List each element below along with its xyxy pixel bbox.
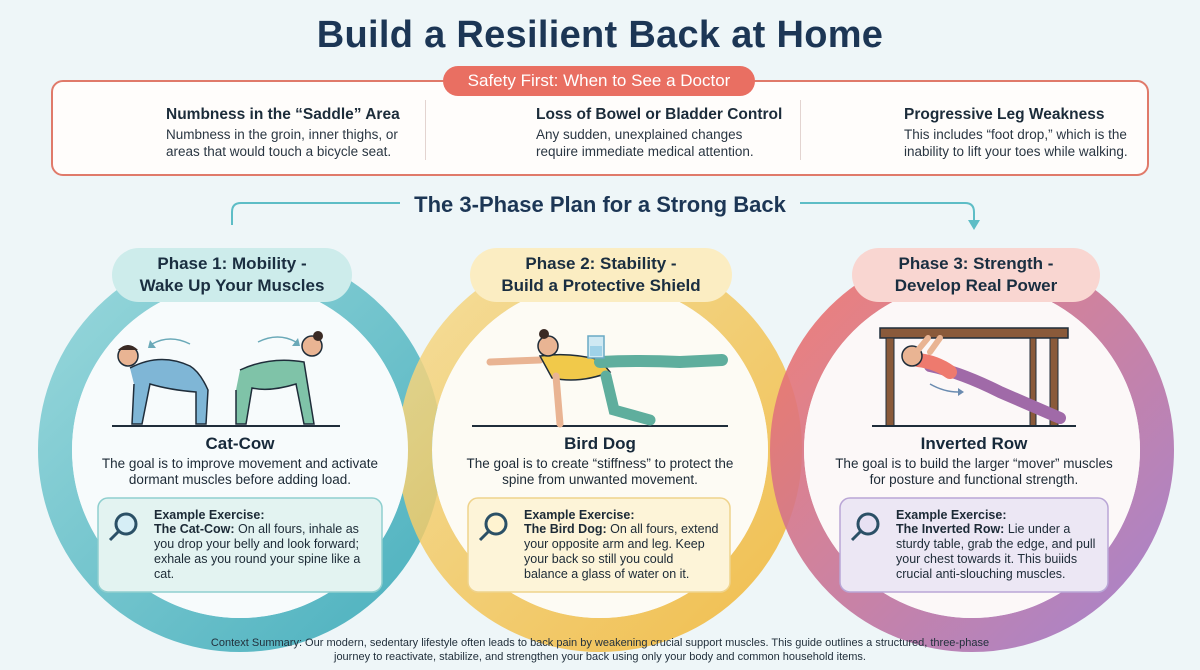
example-label: Example Exercise: <box>154 508 265 522</box>
plan-title-text: The 3-Phase Plan for a Strong Back <box>400 192 800 217</box>
safety-item-title: Loss of Bowel or Bladder Control <box>536 106 783 123</box>
phase3-title: Phase 3: Strength - Develop Real Power <box>852 253 1100 297</box>
safety-item-bladder: Loss of Bowel or Bladder Control Any sud… <box>446 102 806 166</box>
phase2-title: Phase 2: Stability - Build a Protective … <box>470 253 732 297</box>
phase2-title-line1: Phase 2: Stability - <box>525 254 677 273</box>
divider <box>425 100 426 160</box>
phase3-title-pill <box>852 248 1100 302</box>
phase2-goal: The goal is to create “stiffness” to pro… <box>466 456 734 487</box>
phase2-example-card <box>467 497 731 593</box>
phase2-exercise-name: Bird Dog <box>564 434 636 453</box>
context-summary: Context Summary: Our modern, sedentary l… <box>210 637 990 663</box>
plan-connector-arrow <box>231 202 975 225</box>
safety-item-desc: This includes “foot drop,” which is the … <box>904 127 1128 159</box>
example-text: On all fours, inhale as you drop your be… <box>154 522 361 581</box>
example-description: The Cat-Cow: On all fours, inhale as you… <box>154 522 364 582</box>
phase3-title-line2: Develop Real Power <box>894 276 1058 295</box>
phase1-title: Phase 1: Mobility - Wake Up Your Muscles <box>112 253 352 297</box>
page-title: Build a Resilient Back at Home <box>316 14 884 56</box>
example-text: On all fours, extend your opposite arm a… <box>524 522 719 581</box>
safety-box <box>51 80 1149 176</box>
magnifier-icon <box>850 512 880 542</box>
bird-dog-illustration-icon <box>472 329 728 428</box>
phase1-title-pill <box>112 248 352 302</box>
safety-item-desc: Numbness in the groin, inner thighs, or … <box>166 127 398 159</box>
example-text: Lie under a sturdy table, grab the edge,… <box>896 522 1096 581</box>
phase1-example: Example Exercise: The Cat-Cow: On all fo… <box>98 498 382 592</box>
phase3-title-line1: Phase 3: Strength - <box>898 254 1054 273</box>
phase2-title-pill <box>470 248 732 302</box>
phase2-example: Example Exercise: The Bird Dog: On all f… <box>468 498 730 592</box>
safety-label: Safety First: When to See a Doctor <box>443 66 755 96</box>
example-name: The Cat-Cow: <box>154 522 235 536</box>
cat-cow-illustration-icon <box>112 331 340 427</box>
example-label: Example Exercise: <box>524 508 635 522</box>
phase1-exercise-name: Cat-Cow <box>205 434 275 453</box>
phase1-title-line2: Wake Up Your Muscles <box>139 276 325 295</box>
safety-item-saddle: Numbness in the “Saddle” Area Numbness i… <box>74 102 414 166</box>
safety-item-title: Numbness in the “Saddle” Area <box>166 106 400 123</box>
phase3-goal: The goal is to build the larger “mover” … <box>835 456 1113 487</box>
magnifier-icon <box>108 512 138 542</box>
divider <box>800 100 801 160</box>
phase3-example-card <box>839 497 1109 593</box>
phase3-exercise-name: Inverted Row <box>920 434 1028 453</box>
phase3-example: Example Exercise: The Inverted Row: Lie … <box>840 498 1108 592</box>
arrow-head-icon <box>968 220 980 230</box>
example-description: The Bird Dog: On all fours, extend your … <box>524 522 720 582</box>
phase1-goal: The goal is to improve movement and acti… <box>101 456 379 487</box>
safety-item-leg-weakness: Progressive Leg Weakness This includes “… <box>812 102 1142 166</box>
phase1-title-line1: Phase 1: Mobility - <box>157 254 307 273</box>
phase1-example-card <box>97 497 383 593</box>
plan-title: The 3-Phase Plan for a Strong Back <box>0 192 1200 218</box>
example-name: The Bird Dog: <box>524 522 607 536</box>
magnifier-icon <box>478 512 508 542</box>
inverted-row-illustration-icon <box>872 327 1076 427</box>
safety-item-desc: Any sudden, unexplained changes require … <box>536 127 754 159</box>
example-label: Example Exercise: <box>896 508 1007 522</box>
example-description: The Inverted Row: Lie under a sturdy tab… <box>896 522 1096 582</box>
phase2-title-line2: Build a Protective Shield <box>501 276 701 295</box>
safety-item-title: Progressive Leg Weakness <box>904 106 1105 123</box>
example-name: The Inverted Row: <box>896 522 1005 536</box>
